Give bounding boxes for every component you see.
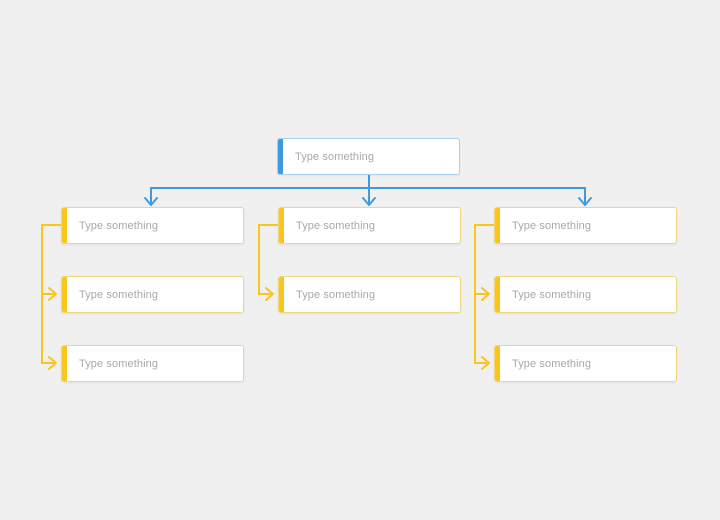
yellow-arrowhead-branch-2-node-2 bbox=[265, 287, 274, 301]
branch-3-node-2[interactable]: Type something bbox=[494, 276, 677, 313]
branch-1-node-3[interactable]: Type something bbox=[61, 345, 244, 382]
node-accent-bar bbox=[62, 277, 67, 312]
yellow-connector-group-branch-2 bbox=[258, 224, 278, 301]
blue-arrowhead-right bbox=[578, 197, 592, 206]
branch-3-node-3-input[interactable]: Type something bbox=[512, 357, 592, 370]
branch-1-node-1[interactable]: Type something bbox=[61, 207, 244, 244]
yellow-spine-branch-3-seg1 bbox=[474, 224, 494, 295]
yellow-spine-branch-1-seg2 bbox=[41, 294, 55, 364]
branch-3-node-1[interactable]: Type something bbox=[494, 207, 677, 244]
branch-2-node-1[interactable]: Type something bbox=[278, 207, 461, 244]
branch-3-node-2-input[interactable]: Type something bbox=[512, 288, 592, 301]
node-accent-bar bbox=[279, 277, 284, 312]
blue-bus-line bbox=[150, 187, 586, 205]
yellow-arrowhead-branch-1-node-2 bbox=[48, 287, 57, 301]
branch-2-node-2-input[interactable]: Type something bbox=[296, 288, 376, 301]
blue-arrowhead-center bbox=[362, 197, 376, 206]
yellow-spine-branch-3-seg2 bbox=[474, 294, 488, 364]
branch-1-node-1-input[interactable]: Type something bbox=[79, 219, 159, 232]
node-accent-bar bbox=[62, 346, 67, 381]
yellow-connector-group-branch-3 bbox=[474, 224, 494, 370]
node-accent-bar bbox=[495, 346, 500, 381]
branch-1-node-2[interactable]: Type something bbox=[61, 276, 244, 313]
root-node[interactable]: Type something bbox=[277, 138, 460, 175]
node-accent-bar bbox=[495, 277, 500, 312]
yellow-spine-branch-1-seg1 bbox=[41, 224, 61, 295]
branch-1-node-2-input[interactable]: Type something bbox=[79, 288, 159, 301]
root-node-input[interactable]: Type something bbox=[295, 150, 375, 163]
yellow-connector-group-branch-1 bbox=[41, 224, 61, 370]
yellow-spine-branch-2-seg1 bbox=[258, 224, 278, 295]
branch-3-node-3[interactable]: Type something bbox=[494, 345, 677, 382]
node-accent-bar bbox=[279, 208, 284, 243]
node-accent-bar bbox=[495, 208, 500, 243]
yellow-arrowhead-branch-1-node-3 bbox=[48, 356, 57, 370]
blue-arrowhead-left bbox=[144, 197, 158, 206]
yellow-arrowhead-branch-3-node-3 bbox=[481, 356, 490, 370]
root-node-accent-bar bbox=[278, 139, 283, 174]
branch-3-node-1-input[interactable]: Type something bbox=[512, 219, 592, 232]
branch-2-node-1-input[interactable]: Type something bbox=[296, 219, 376, 232]
branch-2-node-2[interactable]: Type something bbox=[278, 276, 461, 313]
branch-1-node-3-input[interactable]: Type something bbox=[79, 357, 159, 370]
node-accent-bar bbox=[62, 208, 67, 243]
blue-connector-group bbox=[144, 175, 592, 206]
yellow-arrowhead-branch-3-node-2 bbox=[481, 287, 490, 301]
